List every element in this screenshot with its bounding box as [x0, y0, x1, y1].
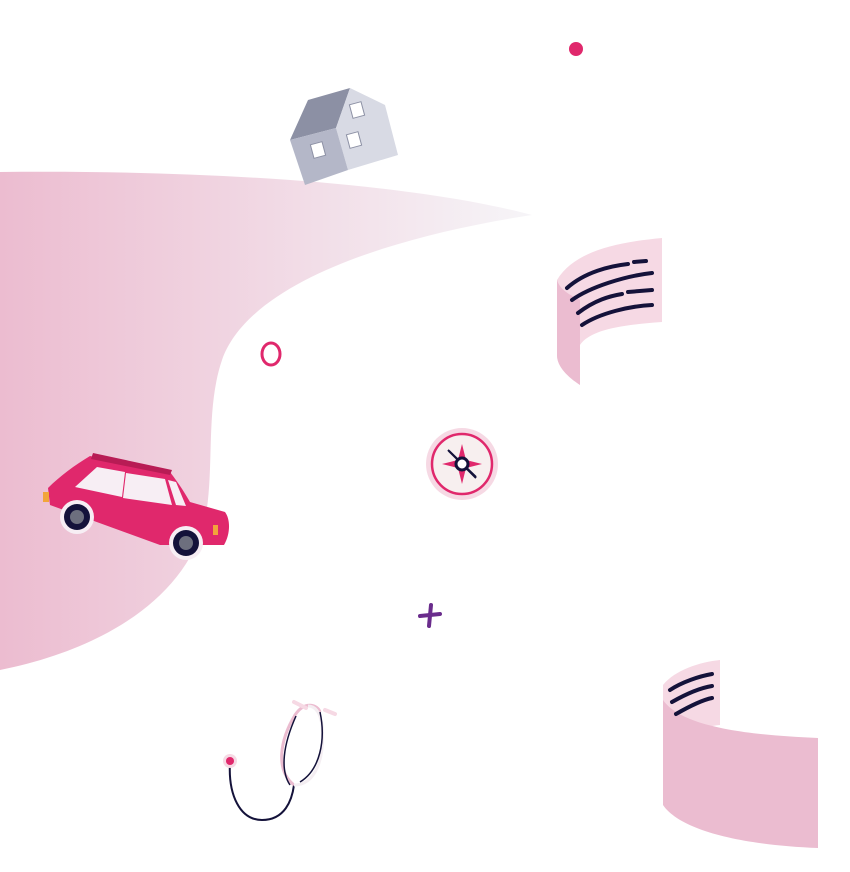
house-icon	[290, 88, 398, 185]
stethoscope-icon	[223, 700, 337, 822]
ring-icon	[260, 341, 282, 367]
document-scroll-icon	[663, 660, 818, 848]
background-blob	[0, 171, 532, 670]
dot-icon	[569, 42, 583, 56]
document-scroll-icon	[557, 238, 662, 385]
plus-sparkle-icon	[418, 603, 442, 628]
car-icon	[43, 453, 230, 560]
compass-icon	[426, 428, 498, 500]
